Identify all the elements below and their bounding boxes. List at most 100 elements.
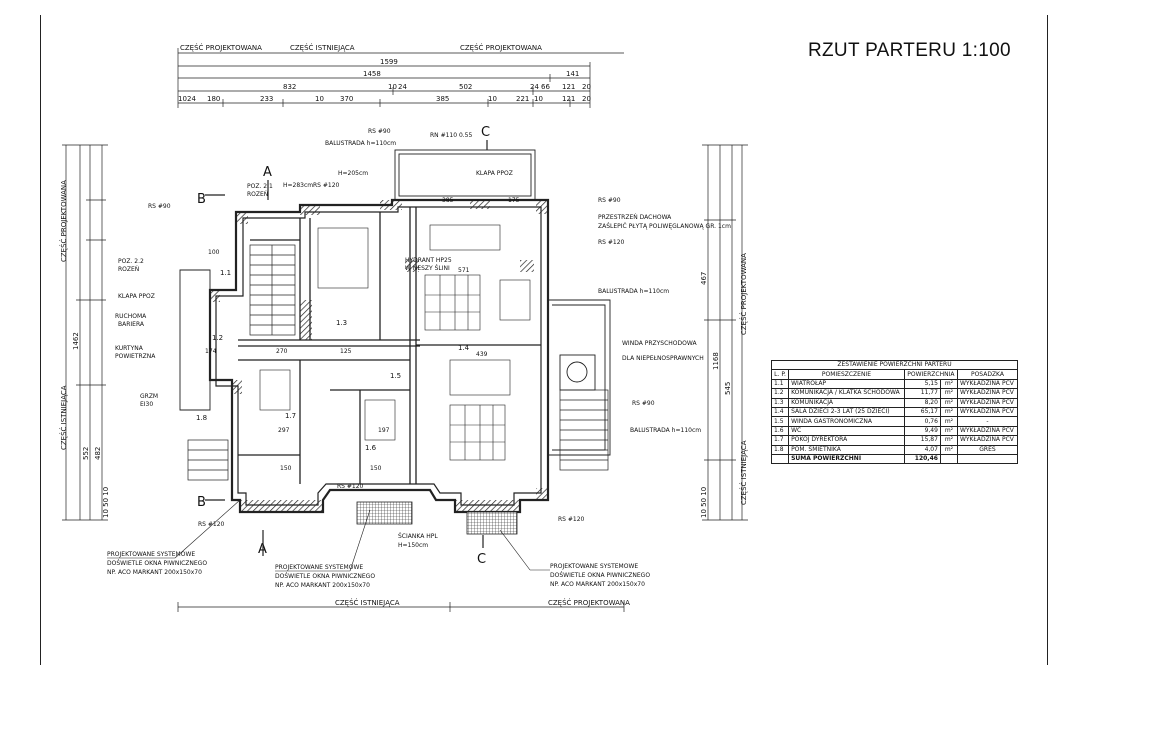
room-1-6: 1.6 xyxy=(365,444,377,452)
note-proj2-a: PROJEKTOWANE SYSTEMOWE xyxy=(275,564,363,571)
dim-r3-5: 370 xyxy=(340,95,353,103)
section-mark-c-bottom: C xyxy=(477,552,486,567)
note-proj1-a: PROJEKTOWANE SYSTEMOWE xyxy=(107,551,195,558)
dim-832: 832 xyxy=(283,83,296,91)
cell-unit: m² xyxy=(939,406,958,418)
right-dim-10-50-10: 10 50 10 xyxy=(700,487,708,518)
section-mark-a-top: A xyxy=(263,165,272,180)
frame-left-line xyxy=(40,15,41,665)
note-proj2-b: DOŚWIETLE OKNA PIWNICZNEGO xyxy=(275,573,375,580)
interior-walls xyxy=(238,207,541,484)
cell-area: 9,49 xyxy=(903,425,941,437)
cell-unit: m² xyxy=(939,397,958,408)
dim-20a: 20 xyxy=(582,83,591,91)
note-proj2-c: NP. ACO MARKANT 200x150x70 xyxy=(275,582,370,589)
note-poz22: POZ. 2.2 xyxy=(118,258,144,265)
left-dimensions xyxy=(62,144,108,521)
room-1-5: 1.5 xyxy=(390,372,401,380)
room-dim-439: 439 xyxy=(476,351,488,358)
note-klapa: KLAPA PPOZ xyxy=(118,293,155,300)
dim-24b: 24 xyxy=(530,83,539,91)
left-dim-10-50-10: 10 50 10 xyxy=(102,487,110,518)
dim-r3-4: 10 xyxy=(315,95,324,103)
room-1-3: 1.3 xyxy=(336,319,347,327)
top-dimension-texts: CZĘŚĆ PROJEKTOWANA CZĘŚĆ ISTNIEJĄCA CZĘŚ… xyxy=(178,43,591,103)
cell-empty xyxy=(956,453,1019,465)
section-mark-c-top: C xyxy=(481,125,490,140)
dim-r3-11: 20 xyxy=(582,95,591,103)
dim-r3-9: 10 xyxy=(534,95,543,103)
cell-lp: 1.1 xyxy=(770,378,790,390)
cell-lp: 1.7 xyxy=(770,435,790,446)
area-table-header-row: L. P. POMIESZCZENIE POWIERZCHNIA POSADZK… xyxy=(770,369,1019,380)
room-1-1b: 1.2 xyxy=(212,334,223,342)
room-dim-571: 571 xyxy=(458,267,470,274)
room-1-4: 1.4 xyxy=(458,344,470,352)
note-poz21: POZ. 2.1 xyxy=(247,183,273,190)
room-dim-100: 100 xyxy=(208,249,220,256)
note-rs120b: RS #120 xyxy=(598,239,625,246)
table-row: 1.2 KOMUNIKACJA / KLATKA SCHODOWA 11,77 … xyxy=(770,388,1019,399)
room-dimensions: 571 439 270 297 197 150 150 174 125 100 … xyxy=(205,197,520,472)
cell-room: POM. ŚMIETNIKA xyxy=(788,444,905,455)
right-dim-1168: 1168 xyxy=(712,352,720,370)
note-proj3-b: DOŚWIETLE OKNA PIWNICZNEGO xyxy=(550,572,650,579)
left-dim-552: 552 xyxy=(82,447,90,460)
header-room: POMIESZCZENIE xyxy=(788,369,905,380)
note-rs120-bm: RS #120 xyxy=(337,483,364,490)
header-floor: POSADZKA xyxy=(956,369,1019,380)
cell-lp: 1.5 xyxy=(770,416,790,427)
header-area: POWIERZCHNIA xyxy=(903,369,958,380)
room-1-1: 1.1 xyxy=(220,269,231,277)
note-rs120-bl: RS #120 xyxy=(198,521,225,528)
cell-floor: WYKŁADZINA PCV xyxy=(956,425,1019,437)
note-winda2: DLA NIEPEŁNOSPRAWNYCH xyxy=(622,355,704,362)
total-area: 120,46 xyxy=(903,453,941,465)
exterior-walls xyxy=(208,198,550,514)
cell-floor: WYKŁADZINA PCV xyxy=(956,435,1019,446)
top-label-istniejaca: CZĘŚĆ ISTNIEJĄCA xyxy=(290,43,355,52)
cell-lp: 1.4 xyxy=(770,406,790,418)
table-row: 1.6 WC 9,49 m² WYKŁADZINA PCV xyxy=(770,425,1019,437)
cell-lp: 1.8 xyxy=(770,444,790,455)
note-rs90-right: RS #90 xyxy=(598,197,621,204)
furniture xyxy=(259,224,531,461)
note-kurtyna: KURTYNA xyxy=(115,345,144,352)
cell-floor: WYKŁADZINA PCV xyxy=(956,397,1019,408)
room-dim-175: 175 xyxy=(508,197,520,204)
right-dimension-texts: CZĘŚĆ PROJEKTOWANA CZĘŚĆ ISTNIEJĄCA 1168… xyxy=(700,253,748,518)
cell-area: 0,76 xyxy=(903,416,941,427)
room-labels: 1.1 1.2 1.3 1.4 1.5 1.6 1.7 1.8 xyxy=(196,269,470,452)
note-proj3-a: PROJEKTOWANE SYSTEMOWE xyxy=(550,563,638,570)
cell-floor: WYKŁADZINA PCV xyxy=(956,378,1019,390)
note-balustrada-top: BALUSTRADA h=110cm xyxy=(325,140,396,147)
table-row: 1.5 WINDA GASTRONOMICZNA 0,76 m² - xyxy=(770,416,1019,427)
left-dim-1462: 1462 xyxy=(72,332,80,350)
dim-141: 141 xyxy=(566,70,579,78)
dim-r3-1: 24 xyxy=(187,95,196,103)
cell-floor: - xyxy=(956,416,1019,427)
note-klapa-top: KLAPA PPOZ xyxy=(476,170,513,177)
terraces xyxy=(179,149,611,456)
room-dim-150b: 150 xyxy=(370,465,382,472)
cell-unit: m² xyxy=(939,416,958,427)
note-proj3-c: NP. ACO MARKANT 200x150x70 xyxy=(550,581,645,588)
dim-66: 66 xyxy=(541,83,550,91)
cell-area: 4,07 xyxy=(903,444,941,455)
note-h283: H=283cm xyxy=(283,182,313,189)
right-label-istniejaca: CZĘŚĆ ISTNIEJĄCA xyxy=(739,440,748,505)
area-table-caption-row: ZESTAWIENIE POWIERZCHNI PARTERU xyxy=(771,359,1018,371)
top-label-projektowana-1: CZĘŚĆ PROJEKTOWANA xyxy=(180,43,262,52)
cell-unit: m² xyxy=(939,378,958,390)
right-dimensions xyxy=(702,144,748,521)
table-row: 1.7 POKÓJ DYREKTORA 15,87 m² WYKŁADZINA … xyxy=(770,435,1019,446)
cell-area: 65,17 xyxy=(903,406,941,418)
note-rs90-right2: RS #90 xyxy=(632,400,655,407)
top-dimensions xyxy=(177,48,624,108)
note-rs90-top: RS #90 xyxy=(368,128,391,135)
table-total-row: SUMA POWIERZCHNI 120,46 xyxy=(770,453,1019,465)
note-bariera: BARIERA xyxy=(118,321,145,328)
note-rs90-left: RS #90 xyxy=(148,203,171,210)
dim-r3-2: 180 xyxy=(207,95,220,103)
